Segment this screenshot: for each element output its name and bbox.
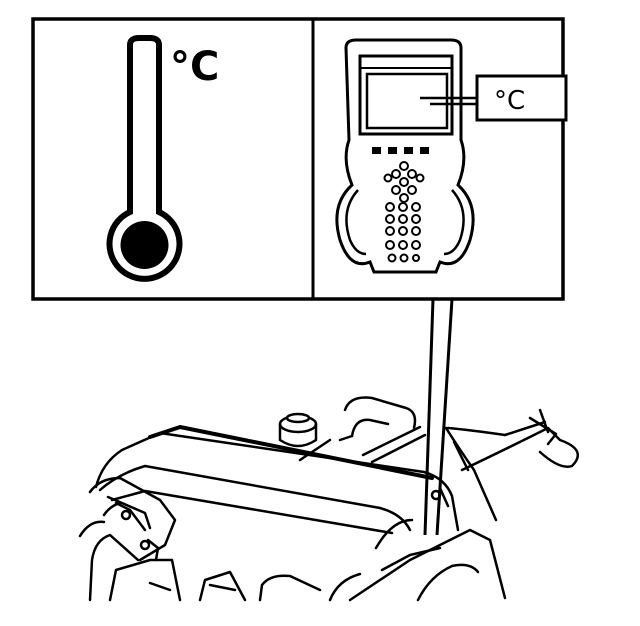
display-callout-label: °C	[494, 86, 525, 116]
display-callout-box	[475, 74, 568, 122]
scan-tool-icon	[335, 38, 475, 274]
thermometer-icon	[106, 35, 183, 282]
display-callout-leader	[420, 96, 478, 106]
temperature-unit-label: °C	[170, 44, 219, 90]
engine-icon	[78, 396, 580, 602]
